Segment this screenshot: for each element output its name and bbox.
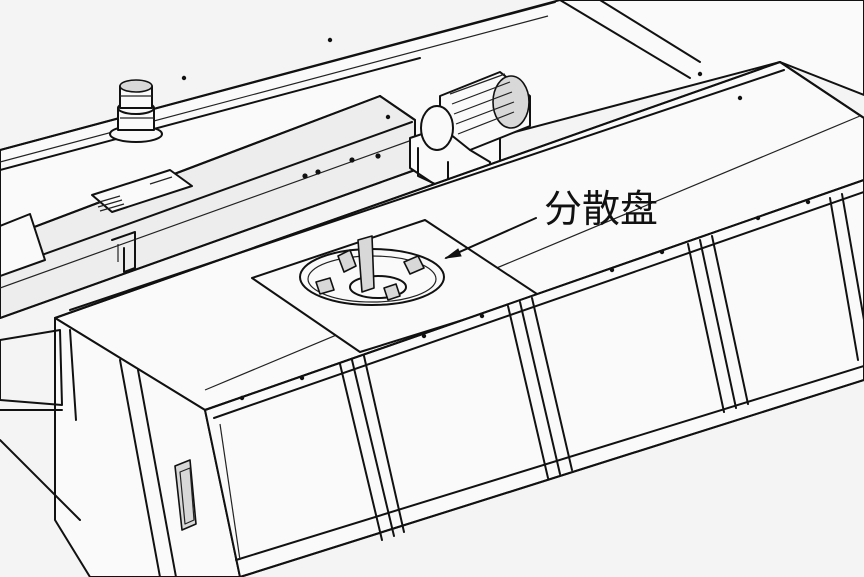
- rivets: [181, 37, 811, 401]
- small-reducer: [109, 79, 163, 143]
- distributor-disc: [299, 235, 445, 306]
- vent-plate: [91, 169, 193, 213]
- distributor-disc-label: 分散盘: [544, 187, 658, 231]
- left-hopper-plate: [0, 213, 46, 277]
- panel-divider-2: [507, 297, 573, 479]
- bin-left-wall: [0, 317, 241, 577]
- side-bracket: [111, 231, 136, 273]
- belt-channel: [0, 95, 416, 319]
- panel-divider-3: [687, 235, 749, 413]
- callout-leader: [444, 217, 537, 259]
- bin-front-wall: [204, 179, 864, 577]
- panel-divider-4: [829, 193, 864, 361]
- panel-divider-1: [339, 355, 405, 541]
